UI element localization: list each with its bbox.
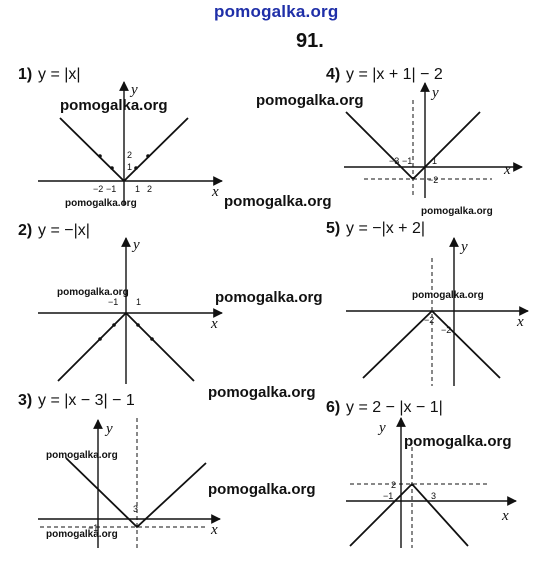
plot-2-number: 2) bbox=[18, 222, 32, 239]
plot-2-x-tick: 1 bbox=[136, 297, 141, 307]
plot-3-function: y = |x − 3| − 1 bbox=[38, 392, 135, 409]
plot-5-x-label: x bbox=[516, 314, 524, 330]
watermark-text: pomogalka.org bbox=[208, 384, 316, 401]
plot-1-y-tick: 1 bbox=[127, 162, 132, 172]
watermark-text: pomogalka.org bbox=[57, 287, 129, 298]
plot-4-x-tick: 1 bbox=[432, 156, 437, 166]
plot-2: 2) y = −|x| x y −1 1 bbox=[18, 222, 223, 384]
watermark-text: pomogalka.org bbox=[224, 193, 332, 210]
watermark-text: pomogalka.org bbox=[46, 529, 118, 540]
plot-1-point bbox=[98, 154, 102, 158]
plot-1-x-tick: −1 bbox=[106, 184, 116, 194]
plot-1: 1) y = |x| x y −2 −1 1 2 2 1 bbox=[18, 66, 223, 205]
plot-6-y-tick: 2 bbox=[391, 480, 396, 490]
plot-1-x-tick: 1 bbox=[135, 184, 140, 194]
plot-5-graph-line bbox=[362, 309, 501, 379]
plot-1-x-tick: −2 bbox=[93, 184, 103, 194]
watermarks: pomogalka.org pomogalka.org pomogalka.or… bbox=[46, 92, 512, 540]
watermark-text: pomogalka.org bbox=[208, 481, 316, 498]
plot-5-function: y = −|x + 2| bbox=[346, 220, 425, 237]
watermark-text: pomogalka.org bbox=[404, 433, 512, 450]
plot-4-x-tick: −3 bbox=[389, 156, 399, 166]
plot-1-point bbox=[134, 166, 138, 170]
plot-4-graph-line bbox=[345, 111, 481, 181]
plot-4-function: y = |x + 1| − 2 bbox=[346, 66, 443, 83]
plot-6-x-tick: 3 bbox=[431, 491, 436, 501]
plot-1-function: y = |x| bbox=[38, 66, 81, 83]
plot-5-y-label: y bbox=[459, 239, 468, 255]
plot-6-y-label: y bbox=[377, 420, 386, 436]
plot-2-x-label: x bbox=[210, 316, 218, 332]
plot-4-number: 4) bbox=[326, 66, 340, 83]
plot-6-graph-line bbox=[349, 482, 469, 547]
plot-3-x-label: x bbox=[210, 522, 218, 538]
plot-2-function: y = −|x| bbox=[38, 222, 90, 239]
problem-number: 91. bbox=[296, 30, 324, 52]
plot-1-x-label: x bbox=[211, 184, 219, 200]
plot-3-number: 3) bbox=[18, 392, 32, 409]
plot-2-x-tick: −1 bbox=[108, 297, 118, 307]
plot-4-y-tick: −2 bbox=[428, 175, 438, 185]
plot-4: 4) y = |x + 1| − 2 x y −3 −1 1 −2 bbox=[326, 66, 523, 198]
watermark-text: pomogalka.org bbox=[60, 97, 168, 114]
plot-1-y-tick: 2 bbox=[127, 150, 132, 160]
plot-2-y-label: y bbox=[131, 237, 140, 253]
plot-6: 6) y = 2 − |x − 1| x y −1 3 2 bbox=[326, 399, 517, 548]
plot-4-x-tick: −1 bbox=[402, 156, 412, 166]
plot-3: 3) y = |x − 3| − 1 x y 3 −1 bbox=[18, 392, 221, 548]
plot-4-x-label: x bbox=[503, 162, 511, 178]
plot-6-number: 6) bbox=[326, 399, 340, 416]
plot-2-point bbox=[136, 323, 140, 327]
plot-1-number: 1) bbox=[18, 66, 32, 83]
plot-4-y-label: y bbox=[430, 85, 439, 101]
plot-1-point bbox=[146, 154, 150, 158]
watermark-text: pomogalka.org bbox=[46, 450, 118, 461]
plot-6-x-tick: −1 bbox=[383, 491, 393, 501]
plot-5: 5) y = −|x + 2| x y −2 −2 bbox=[326, 220, 529, 386]
plot-3-y-label: y bbox=[104, 421, 113, 437]
plot-1-y-label: y bbox=[129, 82, 138, 98]
plot-6-x-label: x bbox=[501, 508, 509, 524]
plot-5-y-tick: −2 bbox=[441, 325, 451, 335]
watermark-text: pomogalka.org bbox=[65, 198, 137, 209]
plot-6-function: y = 2 − |x − 1| bbox=[346, 399, 443, 416]
watermark-text: pomogalka.org bbox=[412, 290, 484, 301]
watermark-text: pomogalka.org bbox=[215, 289, 323, 306]
plot-2-point bbox=[150, 337, 154, 341]
plot-1-point bbox=[110, 166, 114, 170]
plot-5-number: 5) bbox=[326, 220, 340, 237]
site-header[interactable]: pomogalka.org bbox=[214, 2, 339, 21]
plot-1-x-tick: 2 bbox=[147, 184, 152, 194]
plot-3-x-tick: 3 bbox=[133, 504, 138, 514]
watermark-text: pomogalka.org bbox=[421, 206, 493, 217]
plot-2-graph-line bbox=[57, 311, 195, 382]
plot-3-y-tick: −1 bbox=[88, 523, 98, 533]
plot-3-graph-line bbox=[65, 457, 207, 529]
plot-2-point bbox=[112, 323, 116, 327]
plot-5-x-tick: −2 bbox=[424, 315, 434, 325]
plot-1-graph-line bbox=[59, 117, 189, 183]
plot-2-point bbox=[98, 337, 102, 341]
watermark-text: pomogalka.org bbox=[256, 92, 364, 109]
